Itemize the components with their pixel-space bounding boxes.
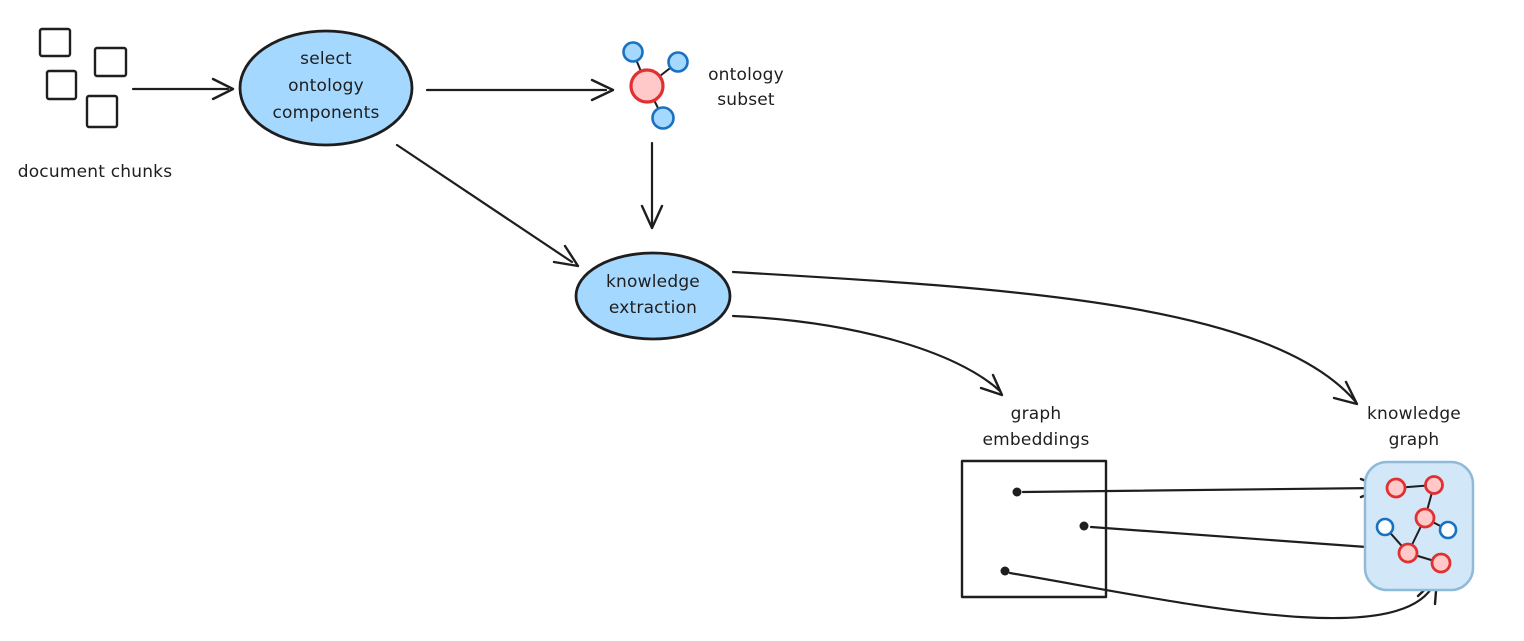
arrow-shaft bbox=[731, 314, 1002, 393]
arrowhead-icon bbox=[640, 204, 664, 230]
arrow-shaft bbox=[1021, 486, 1379, 494]
arrowhead-icon bbox=[211, 77, 235, 101]
embedding-point bbox=[1012, 487, 1022, 497]
select-ontology-node bbox=[238, 29, 414, 147]
arrow-select-to-extraction bbox=[395, 143, 580, 268]
embedding-point bbox=[1079, 521, 1089, 531]
document-chunk-square bbox=[45, 69, 78, 101]
label-line: embeddings bbox=[982, 430, 1090, 450]
label-line: ontology bbox=[288, 76, 364, 96]
arrow-subset-to-extraction bbox=[640, 141, 664, 230]
ontology-subset-molecule bbox=[622, 41, 689, 130]
knowledge-extraction-node bbox=[574, 251, 732, 341]
arrow-select-to-subset bbox=[425, 78, 615, 102]
label-line: extraction bbox=[608, 298, 698, 318]
molecule-leaf-node bbox=[622, 41, 644, 63]
knowledge-graph-group bbox=[1363, 460, 1475, 592]
graph-embeddings-label: graph embeddings bbox=[961, 401, 1111, 453]
document-chunk-square bbox=[85, 94, 119, 129]
label-line: graph bbox=[1010, 404, 1062, 424]
arrowhead-icon bbox=[1332, 380, 1359, 406]
molecule-leaf-node bbox=[651, 106, 675, 130]
knowledge-extraction-label: knowledge extraction bbox=[576, 269, 730, 321]
document-chunks-label: document chunks bbox=[15, 159, 175, 185]
arrow-shaft bbox=[395, 143, 574, 264]
document-chunks-group bbox=[38, 27, 128, 129]
label-line: graph bbox=[1388, 430, 1440, 450]
arrowhead-icon bbox=[590, 78, 615, 102]
ontology-subset-label: ontology subset bbox=[690, 63, 802, 113]
knowledge-graph-label: knowledge graph bbox=[1354, 401, 1474, 453]
kg-entity-node bbox=[1397, 542, 1419, 564]
kg-entity-node bbox=[1385, 477, 1407, 499]
label-line: components bbox=[272, 103, 380, 123]
label-line: subset bbox=[717, 90, 775, 110]
arrowhead-icon bbox=[552, 244, 580, 268]
kg-entity-node bbox=[1430, 552, 1452, 574]
arrow-extraction-to-knowledge-graph bbox=[731, 270, 1359, 406]
label-line: ontology bbox=[708, 65, 784, 85]
document-chunk-square bbox=[93, 46, 128, 78]
label-line: knowledge bbox=[606, 272, 700, 292]
label-line: knowledge bbox=[1367, 404, 1461, 424]
arrow-shaft bbox=[731, 270, 1357, 403]
embedding-point bbox=[1000, 566, 1010, 576]
arrow-shaft bbox=[1008, 571, 1436, 620]
arrow-embedding2-to-kg bbox=[1089, 525, 1402, 560]
label-line: document chunks bbox=[17, 162, 173, 182]
label-line: select bbox=[300, 49, 352, 69]
arrow-embedding1-to-kg bbox=[1021, 477, 1385, 499]
molecule-center-node bbox=[629, 68, 665, 104]
select-ontology-label: select ontology components bbox=[240, 46, 412, 127]
document-chunk-square bbox=[38, 27, 72, 58]
kg-concept-node bbox=[1438, 520, 1458, 540]
molecule-leaf-node bbox=[667, 51, 689, 73]
kg-concept-node bbox=[1375, 517, 1395, 537]
kg-entity-node bbox=[1424, 475, 1444, 495]
arrowhead-icon bbox=[979, 373, 1004, 397]
arrow-extraction-to-embeddings bbox=[731, 314, 1004, 397]
arrow-chunks-to-select bbox=[131, 77, 235, 101]
arrow-shaft bbox=[1089, 525, 1396, 551]
kg-entity-node bbox=[1414, 507, 1436, 529]
